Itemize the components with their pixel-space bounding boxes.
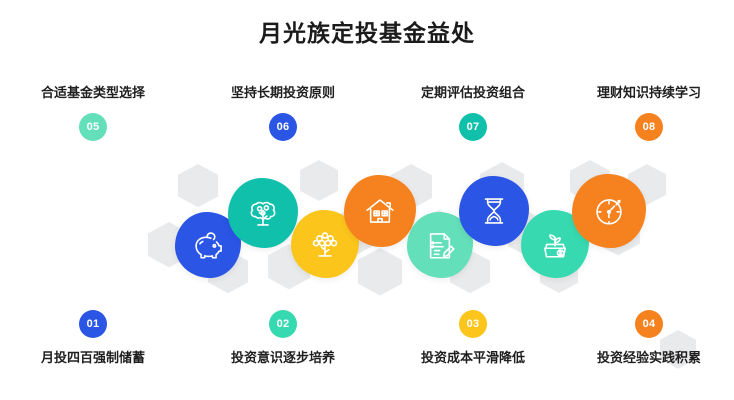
status-badge: 05 bbox=[79, 113, 107, 141]
label-text: 投资成本平滑降低 bbox=[420, 350, 525, 365]
clock-icon bbox=[572, 174, 646, 248]
money-tree-icon bbox=[228, 178, 298, 248]
bottom-label-col-1: 02 投资意识逐步培养 bbox=[190, 310, 376, 367]
status-badge: 01 bbox=[79, 310, 107, 338]
label-text: 理财知识持续学习 bbox=[596, 85, 701, 100]
icon-cluster bbox=[0, 150, 734, 300]
top-label-col-3: 理财知识持续学习 08 bbox=[556, 84, 734, 141]
status-badge: 04 bbox=[635, 310, 663, 338]
page-title: 月光族定投基金益处 bbox=[259, 20, 475, 46]
label-text: 坚持长期投资原则 bbox=[230, 85, 335, 100]
bottom-label-col-0: 01 月投四百强制储蓄 bbox=[0, 310, 186, 367]
bottom-label-col-3: 04 投资经验实践积累 bbox=[556, 310, 734, 367]
status-badge: 02 bbox=[269, 310, 297, 338]
status-badge: 08 bbox=[635, 113, 663, 141]
label-text: 投资经验实践积累 bbox=[596, 350, 701, 365]
bottom-label-col-2: 03 投资成本平滑降低 bbox=[380, 310, 566, 367]
status-badge: 06 bbox=[269, 113, 297, 141]
label-text: 月投四百强制储蓄 bbox=[40, 350, 145, 365]
top-label-col-2: 定期评估投资组合 07 bbox=[380, 84, 566, 141]
status-badge: 07 bbox=[459, 113, 487, 141]
label-text: 合适基金类型选择 bbox=[40, 85, 145, 100]
coin-tree-icon bbox=[291, 210, 359, 278]
hourglass-icon bbox=[459, 176, 529, 246]
house-icon bbox=[344, 175, 416, 247]
label-text: 投资意识逐步培养 bbox=[230, 350, 335, 365]
status-badge: 03 bbox=[459, 310, 487, 338]
top-label-col-1: 坚持长期投资原则 06 bbox=[190, 84, 376, 141]
label-text: 定期评估投资组合 bbox=[420, 85, 525, 100]
top-label-col-0: 合适基金类型选择 05 bbox=[0, 84, 186, 141]
